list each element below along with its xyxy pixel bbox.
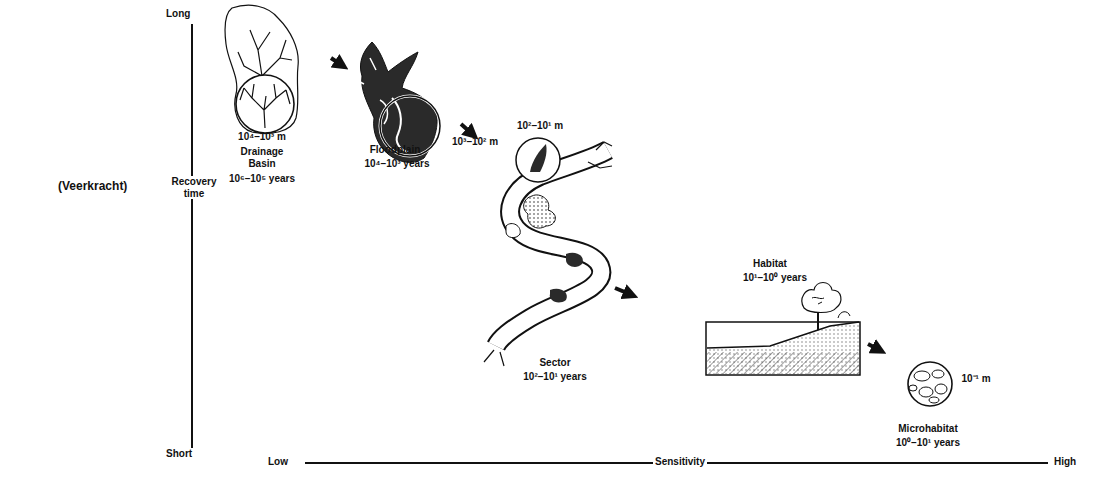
stage-text: Habitat [753,258,787,270]
stage-text: Sector [539,357,570,369]
floodplain-node: 10³–10² mFloodplain10⁴–10³ years [352,40,458,175]
flow-arrow [461,124,473,135]
stage-text: Floodplain [370,144,421,156]
stage-text: 10⁰–10¹ years [896,437,960,449]
axis-title: Sensitivity [653,456,707,468]
flow-arrow [615,288,632,295]
microhabitat-node: 10⁻¹ m Microhabitat 10⁰–10¹ years [890,355,1010,455]
axis-label: Low [266,456,290,468]
drainage-basin-drawing [225,5,298,133]
stage-text: Drainage Basin [231,146,293,169]
flow-arrow [331,58,342,66]
stage-text: 10⁶–10⁵ years [229,173,295,185]
floodplain-drawing [356,42,440,162]
habitat-node: Habitat 10¹–10⁰ years [642,258,865,380]
axis-label: High [1052,456,1078,468]
stage-text: 10²–10¹ m [517,120,563,132]
drainage-basin-node: 10⁴–10³ m Drainage Basin 10⁶–10⁵ years [222,0,328,190]
axis-label: Long [164,8,192,20]
stage-text: 10³–10² m [452,136,498,148]
stage-text: 10⁻¹ m [961,373,990,385]
axis-title: Recovery time [168,176,220,199]
sector-node: 10²–10¹ mSector10²–10¹ years [482,125,612,390]
stage-text: 10⁴–10³ m [238,131,286,143]
stage-text: 10⁴–10³ years [365,158,430,170]
annotation: (Veerkracht) [56,180,129,194]
axis-line [191,24,193,452]
stage-text: 10²–10¹ years [523,371,586,383]
microhabitat-drawing [908,362,952,406]
flow-arrow [868,344,880,350]
axis-label: Short [164,448,194,460]
habitat-drawing [706,283,860,376]
stage-text: Microhabitat [898,423,957,435]
stage-text: 10¹–10⁰ years [743,272,807,284]
sector-drawing [484,138,612,366]
